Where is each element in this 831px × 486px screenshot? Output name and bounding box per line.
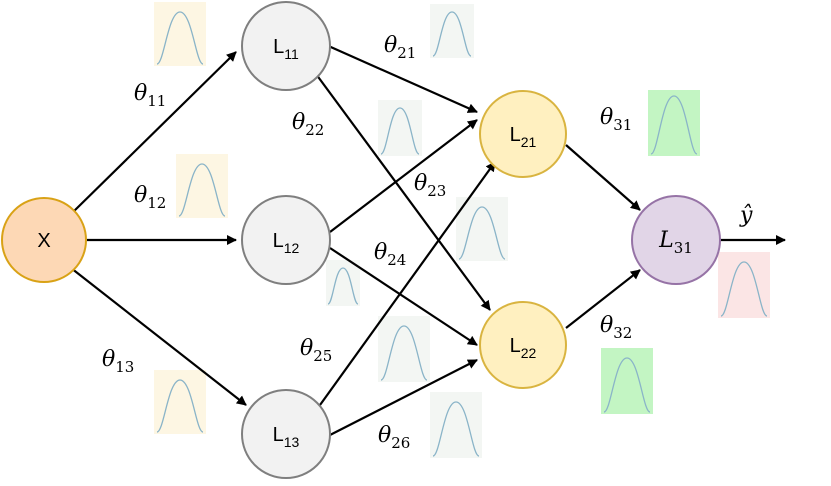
distribution-t32	[601, 348, 653, 414]
node-x-label: X	[37, 230, 50, 252]
node-l22-label: L22	[510, 335, 537, 361]
nodes: X L11 L12 L13 L21 L22 L31	[1, 1, 721, 479]
distribution-t23	[456, 197, 508, 261]
edge-l13-l21	[319, 161, 496, 406]
node-l21-label: L21	[510, 124, 537, 150]
weight-label-t23: θ23	[414, 171, 446, 200]
edge-l22-l31	[565, 269, 641, 329]
weight-labels: θ11 θ12 θ13 θ21 θ22 θ23 θ24 θ25 θ26 θ31 …	[102, 33, 632, 452]
node-l31: L31	[631, 195, 721, 285]
distribution-t31	[648, 90, 700, 156]
edge-l13-l22	[329, 359, 478, 436]
edge-l12-l21	[329, 119, 478, 233]
node-l12: L12	[241, 195, 331, 285]
edge-l11-l21	[323, 42, 478, 114]
edge-l21-l31	[565, 144, 641, 211]
weight-label-t12: θ12	[134, 183, 166, 212]
distribution-t12	[176, 154, 228, 218]
distribution-t26	[430, 392, 482, 458]
distribution-t22	[378, 100, 422, 156]
weight-label-t21: θ21	[384, 33, 416, 62]
weight-label-t22: θ22	[292, 110, 324, 139]
weight-label-t25: θ25	[300, 336, 332, 365]
distribution-t11	[154, 2, 206, 66]
node-l22: L22	[479, 301, 567, 389]
edge-x-l13	[70, 267, 247, 406]
distribution-t25	[378, 316, 430, 382]
weight-label-t24: θ24	[374, 240, 406, 269]
node-l31-label: L31	[658, 228, 693, 257]
weight-label-t11: θ11	[134, 81, 166, 110]
node-l12-label: L12	[273, 230, 300, 256]
weight-label-t13: θ13	[102, 347, 134, 376]
node-l21: L21	[479, 90, 567, 178]
edge-l12-l22	[329, 247, 478, 346]
weight-label-t32: θ32	[600, 313, 632, 342]
weight-label-t31: θ31	[600, 105, 632, 134]
output-label: ŷ	[739, 203, 753, 228]
edges	[70, 42, 786, 436]
node-l11-label: L11	[273, 36, 299, 62]
distribution-t13	[154, 370, 206, 434]
edge-l11-l22	[315, 73, 491, 311]
weight-label-t26: θ26	[378, 423, 410, 452]
distribution-t21	[430, 4, 474, 58]
distribution-t24	[326, 260, 360, 306]
weight-distributions	[154, 2, 770, 458]
node-x: X	[1, 197, 87, 283]
node-l13: L13	[241, 389, 331, 479]
node-l13-label: L13	[273, 424, 300, 450]
node-l11: L11	[241, 1, 331, 91]
edge-x-l11	[70, 51, 237, 215]
distribution-output	[718, 252, 770, 318]
